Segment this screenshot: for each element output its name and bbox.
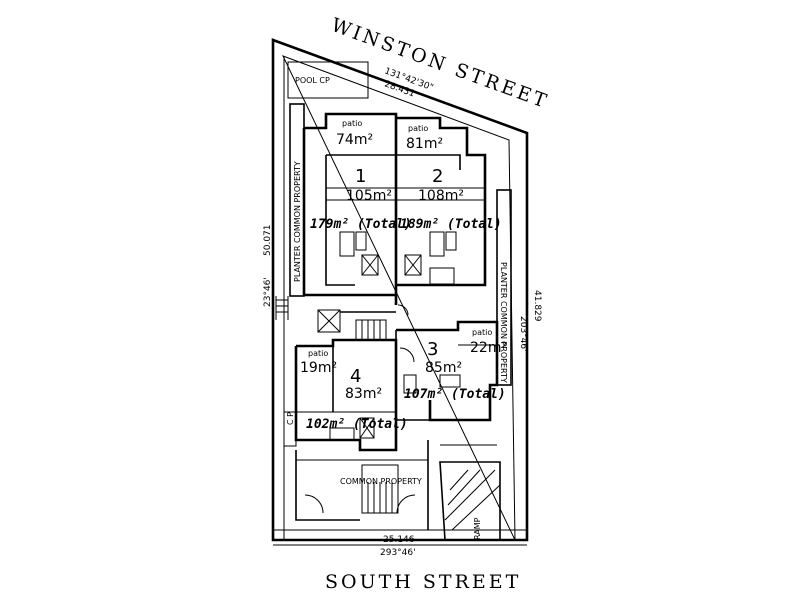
- pool-area: POOL CP: [287, 61, 369, 99]
- left-planter: PLANTER COMMON PROPERTY: [289, 103, 305, 297]
- svg-text:POOL CP: POOL CP: [295, 76, 330, 85]
- unit-3: patio 22m² 3 85m² 107m² (Total): [395, 320, 507, 422]
- west-length: 50.071: [263, 225, 273, 257]
- unit-2-number: 2: [432, 166, 443, 187]
- unit-4-area: 83m²: [345, 386, 382, 402]
- east-length: 41.829: [532, 290, 542, 322]
- unit-4-total: 102m² (Total): [306, 417, 408, 432]
- unit-1-patio-label: patio: [342, 119, 362, 128]
- unit-3-patio-area: 22m²: [470, 340, 507, 356]
- east-bearing: 203°46': [518, 316, 528, 352]
- common-property-yard: COMMON PROPERTY: [295, 440, 497, 530]
- unit-2-area: 108m²: [418, 188, 464, 204]
- common-property-label: COMMON PROPERTY: [340, 477, 422, 486]
- unit-1-patio-area: 74m²: [336, 132, 373, 148]
- unit-3-total: 107m² (Total): [404, 387, 506, 402]
- unit-2-total: 189m² (Total): [400, 217, 502, 232]
- unit-3-patio-label: patio: [472, 328, 492, 337]
- driveway-ramp: RAMP: [439, 461, 501, 541]
- lot-boundary: [271, 38, 529, 546]
- south-bearing: 293°46': [380, 548, 416, 558]
- svg-text:C P: C P: [286, 412, 295, 425]
- cp-strip: C P: [283, 411, 297, 447]
- unit-1-number: 1: [355, 166, 366, 187]
- unit-4-patio-label: patio: [308, 349, 328, 358]
- unit-2-patio-area: 81m²: [406, 136, 443, 152]
- unit-3-number: 3: [427, 339, 438, 360]
- west-walkway: [275, 296, 289, 320]
- unit-1-total: 179m² (Total): [310, 217, 412, 232]
- stair-lobby: [340, 304, 409, 341]
- south-street-label: SOUTH STREET: [325, 571, 521, 593]
- unit-1: patio 74m² 1 105m² 179m² (Total): [302, 112, 412, 333]
- south-length: 25.146: [383, 535, 415, 545]
- unit-2: patio 81m² 2 108m² 189m² (Total): [396, 116, 502, 287]
- unit-2-patio-label: patio: [408, 124, 428, 133]
- ramp-label: RAMP: [473, 517, 482, 540]
- unit-4-number: 4: [350, 366, 361, 387]
- west-bearing: 23°46': [263, 277, 273, 307]
- svg-text:PLANTER COMMON PROPERTY: PLANTER COMMON PROPERTY: [499, 262, 508, 383]
- right-planter: PLANTER COMMON PROPERTY: [496, 189, 512, 386]
- unit-3-area: 85m²: [425, 360, 462, 376]
- unit-4: patio 19m² 4 83m² 102m² (Total): [294, 338, 408, 452]
- unit-4-patio-area: 19m²: [300, 360, 337, 376]
- svg-text:PLANTER COMMON PROPERTY: PLANTER COMMON PROPERTY: [293, 161, 302, 282]
- unit-1-area: 105m²: [346, 188, 392, 204]
